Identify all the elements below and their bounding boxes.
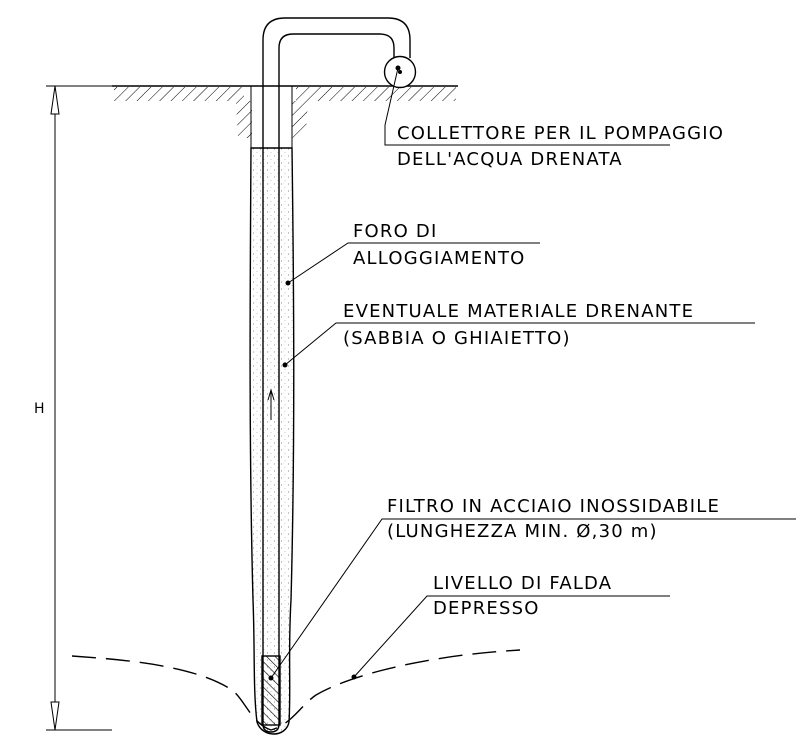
leader-drainage-material: EVENTUALE MATERIALE DRENANTE (SABBIA O G… [282, 301, 755, 368]
leader-line-drainage-material [284, 322, 755, 366]
label-drainage-line2: (SABBIA O GHIAIETTO) [343, 328, 571, 349]
dimension-arrow-bottom [50, 701, 60, 731]
bore-hole [249, 86, 295, 735]
leader-collector: COLLETTORE PER IL POMPAGGIO DELL'ACQUA D… [384, 65, 724, 170]
pipe-bottom-cap [262, 723, 280, 733]
pipe-outer-wall [262, 17, 411, 724]
label-filter-line1: FILTRO IN ACCIAIO INOSSIDABILE [387, 496, 720, 517]
label-bore-hole-line2: ALLOGGIAMENTO [353, 248, 526, 269]
label-bore-hole-line1: FORO DI [353, 221, 438, 242]
flow-arrow-head [267, 388, 275, 401]
label-water-table-line2: DEPRESSO [433, 598, 540, 619]
bore-hole-outline [249, 147, 295, 735]
ground-hatch-collar-right [292, 101, 308, 138]
depressed-water-table-curve [71, 649, 521, 731]
leader-line-filter [270, 518, 796, 679]
flow-arrow [267, 388, 275, 420]
leader-line-water-table [353, 595, 670, 678]
height-dimension: H [34, 85, 112, 731]
ground-hatch-right [296, 87, 456, 101]
label-water-table-line1: LIVELLO DI FALDA [433, 573, 612, 594]
ground-hatch-collar-left [236, 101, 252, 138]
pipe-inner-wall [278, 33, 395, 724]
collector-pipe [383, 55, 417, 89]
filter-screen [261, 655, 281, 726]
leader-line-bore-hole [287, 242, 540, 284]
label-drainage-line1: EVENTUALE MATERIALE DRENANTE [343, 301, 694, 322]
label-collector-line2: DELL'ACQUA DRENATA [397, 149, 623, 170]
riser-pipe [262, 17, 411, 733]
ground-hatch-left [114, 87, 244, 101]
dimension-arrow-top [50, 85, 60, 115]
height-dimension-label: H [34, 401, 45, 417]
leader-water-table: LIVELLO DI FALDA DEPRESSO [351, 573, 670, 680]
label-filter-line2: (LUNGHEZZA MIN. Ø,30 m) [387, 521, 658, 542]
ground-surface [112, 85, 458, 138]
label-collector-line1: COLLETTORE PER IL POMPAGGIO [397, 123, 724, 144]
leader-line-collector [384, 67, 670, 146]
leader-bore-hole: FORO DI ALLOGGIAMENTO [285, 221, 540, 286]
collector-pipe-center [398, 70, 402, 74]
leader-filter: FILTRO IN ACCIAIO INOSSIDABILE (LUNGHEZZ… [268, 496, 796, 681]
